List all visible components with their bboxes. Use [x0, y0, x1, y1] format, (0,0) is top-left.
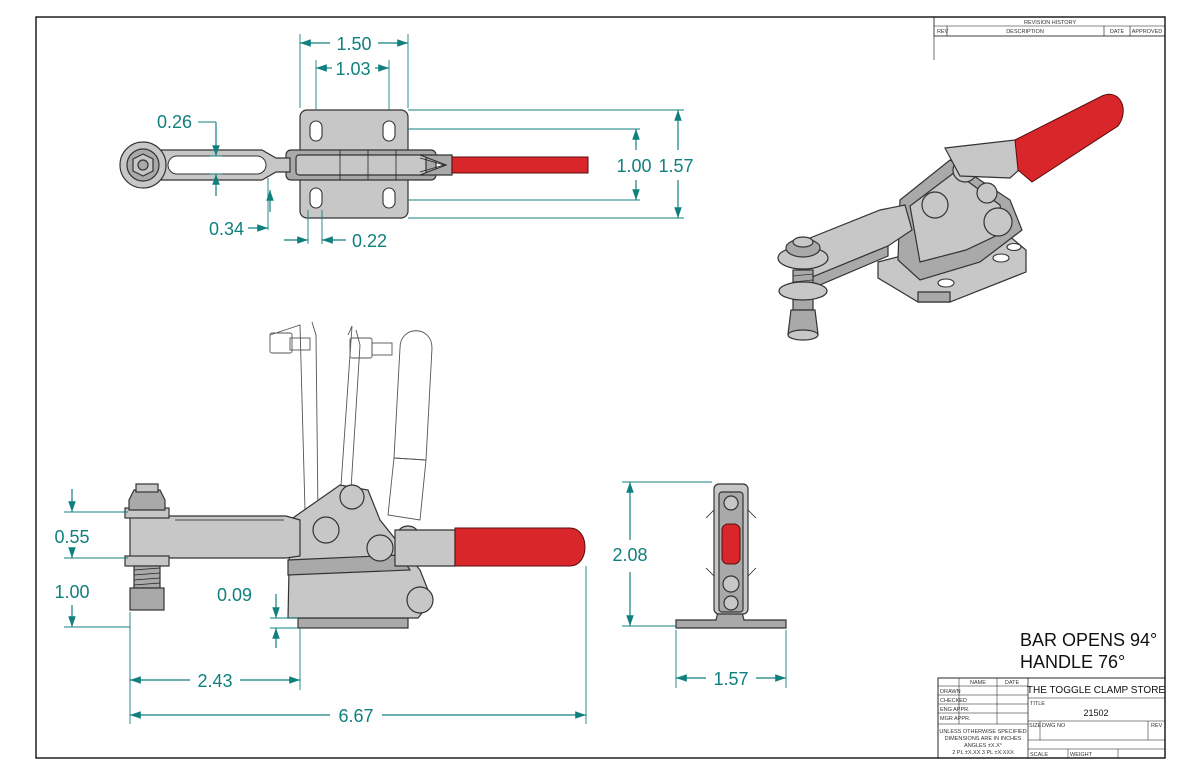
title-block: NAME DATE DRAWN CHECKED ENG APPR. MGR AP… — [937, 677, 1166, 759]
top-view — [119, 109, 589, 219]
dim-side-0-55: 0.55 — [54, 527, 89, 547]
title-block-dwg-label: DWG NO — [1042, 723, 1066, 729]
title-block-part-number: 21502 — [1083, 708, 1108, 718]
title-block-row-mgr: MGR APPR. — [940, 716, 971, 722]
dim-top-1-57: 1.57 — [658, 156, 693, 176]
revision-date-header: DATE — [1110, 29, 1125, 35]
end-view — [675, 483, 787, 629]
title-block-row-eng: ENG APPR. — [940, 707, 970, 713]
top-view-dimensions: 1.50 1.03 0.26 1.00 1.57 0.34 0 — [157, 34, 694, 251]
side-view — [124, 321, 586, 629]
title-block-row-drawn: DRAWN — [940, 689, 961, 695]
dim-top-0-22: 0.22 — [352, 231, 387, 251]
revision-title: REVISION HISTORY — [1024, 20, 1076, 26]
dim-end-1-57: 1.57 — [713, 669, 748, 689]
tolerance-line-1: UNLESS OTHERWISE SPECIFIED — [939, 729, 1026, 735]
title-block-size-label: SIZE — [1029, 723, 1042, 729]
dim-top-0-26: 0.26 — [157, 112, 192, 132]
tolerance-line-4: 2 PL ±X.XX 3 PL ±X.XXX — [952, 750, 1014, 756]
dim-side-1-00: 1.00 — [54, 582, 89, 602]
dim-side-6-67: 6.67 — [338, 706, 373, 726]
title-block-rev-label: REV — [1151, 723, 1163, 729]
title-block-date-header: DATE — [1005, 680, 1020, 686]
revision-rev-header: REV — [937, 29, 949, 35]
side-view-dimensions: 0.55 1.00 0.09 2.43 6.67 — [54, 489, 587, 726]
dim-side-2-43: 2.43 — [197, 671, 232, 691]
revision-approved-header: APPROVED — [1132, 29, 1163, 35]
dim-top-1-03: 1.03 — [335, 59, 370, 79]
opening-notes: BAR OPENS 94° HANDLE 76° — [1020, 630, 1157, 672]
note-handle: HANDLE 76° — [1020, 652, 1125, 672]
dim-end-2-08: 2.08 — [612, 545, 647, 565]
title-block-row-checked: CHECKED — [940, 698, 967, 704]
title-block-scale-label: SCALE — [1030, 752, 1048, 758]
dim-top-1-00: 1.00 — [616, 156, 651, 176]
title-block-weight-label: WEIGHT — [1070, 752, 1093, 758]
title-block-company: THE TOGGLE CLAMP STORE — [1027, 685, 1166, 696]
revision-description-header: DESCRIPTION — [1006, 29, 1044, 35]
dim-top-0-34: 0.34 — [209, 219, 244, 239]
tolerance-line-2: DIMENSIONS ARE IN INCHES — [945, 736, 1022, 742]
isometric-view — [777, 93, 1124, 341]
title-block-title-label: TITLE — [1030, 701, 1045, 707]
sheet-border — [35, 16, 1166, 759]
end-view-dimensions: 2.08 1.57 — [612, 481, 787, 689]
dim-top-1-50: 1.50 — [336, 34, 371, 54]
note-bar-opens: BAR OPENS 94° — [1020, 630, 1157, 650]
tolerance-line-3: ANGLES ±X.X° — [964, 743, 1002, 749]
title-block-name-header: NAME — [970, 680, 986, 686]
revision-block: REVISION HISTORY REV DESCRIPTION DATE AP… — [933, 16, 1166, 60]
dim-side-0-09: 0.09 — [217, 585, 252, 605]
